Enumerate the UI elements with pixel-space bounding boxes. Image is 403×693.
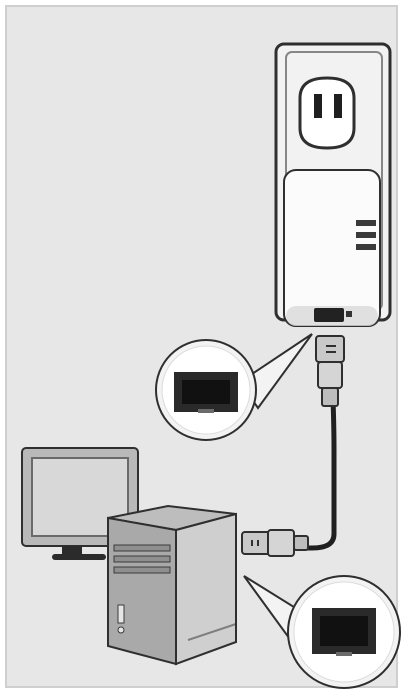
powerline-adapter-icon	[284, 170, 380, 326]
adapter-ethernet-port	[314, 308, 344, 322]
status-led	[356, 232, 376, 238]
status-led	[356, 220, 376, 226]
port-inner	[320, 616, 368, 646]
desktop-tower-icon	[108, 506, 236, 664]
port-inner	[182, 380, 230, 404]
status-led	[356, 244, 376, 250]
